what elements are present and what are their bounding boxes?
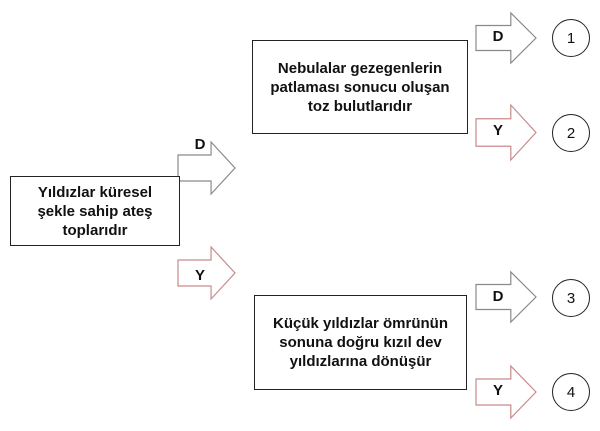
bottom-line-3: yıldızlarına dönüşür bbox=[289, 353, 432, 370]
bottom-line-1: Küçük yıldızlar ömrünün bbox=[272, 315, 449, 332]
outcome-number-2: 2 bbox=[566, 124, 576, 142]
outcome-circle-4: 4 bbox=[552, 373, 590, 411]
root-line-1: Yıldızlar küresel bbox=[37, 183, 153, 201]
bottom-line-2: sonuna doğru kızıl dev bbox=[279, 334, 442, 351]
arrow-label-top-false: Y bbox=[492, 122, 503, 139]
root-statement-box: Yıldızlar küresel şekle sahip ateş topla… bbox=[10, 176, 180, 246]
arrow-bottom-true bbox=[475, 270, 537, 324]
top-line-3: toz bulutlarıdır bbox=[307, 97, 413, 115]
root-line-3: toplarıdır bbox=[62, 221, 128, 239]
outcome-circle-1: 1 bbox=[552, 19, 590, 57]
arrow-label-root-true: D bbox=[194, 136, 206, 153]
arrow-label-top-true: D bbox=[492, 28, 504, 45]
top-line-1: Nebulalar gezegenlerin bbox=[277, 59, 443, 77]
outcome-number-3: 3 bbox=[566, 289, 576, 307]
arrow-label-bottom-false: Y bbox=[492, 382, 503, 399]
top-line-2: patlaması sonucu oluşan bbox=[270, 78, 450, 96]
outcome-circle-3: 3 bbox=[552, 279, 590, 317]
outcome-number-1: 1 bbox=[566, 29, 576, 47]
top-statement-box: Nebulalar gezegenlerin patlaması sonucu … bbox=[252, 40, 468, 134]
arrow-root-true bbox=[177, 140, 236, 196]
bottom-statement-box: Küçük yıldızlar ömrünün sonuna doğru kız… bbox=[254, 295, 467, 390]
arrow-top-true bbox=[475, 11, 537, 65]
arrow-top-false bbox=[475, 103, 537, 162]
outcome-circle-2: 2 bbox=[552, 114, 590, 152]
arrow-root-false bbox=[177, 245, 236, 301]
outcome-number-4: 4 bbox=[566, 383, 576, 401]
root-line-2: şekle sahip ateş bbox=[37, 202, 153, 220]
arrow-label-bottom-true: D bbox=[492, 288, 504, 305]
arrow-bottom-false bbox=[475, 364, 537, 420]
arrow-label-root-false: Y bbox=[194, 267, 205, 284]
